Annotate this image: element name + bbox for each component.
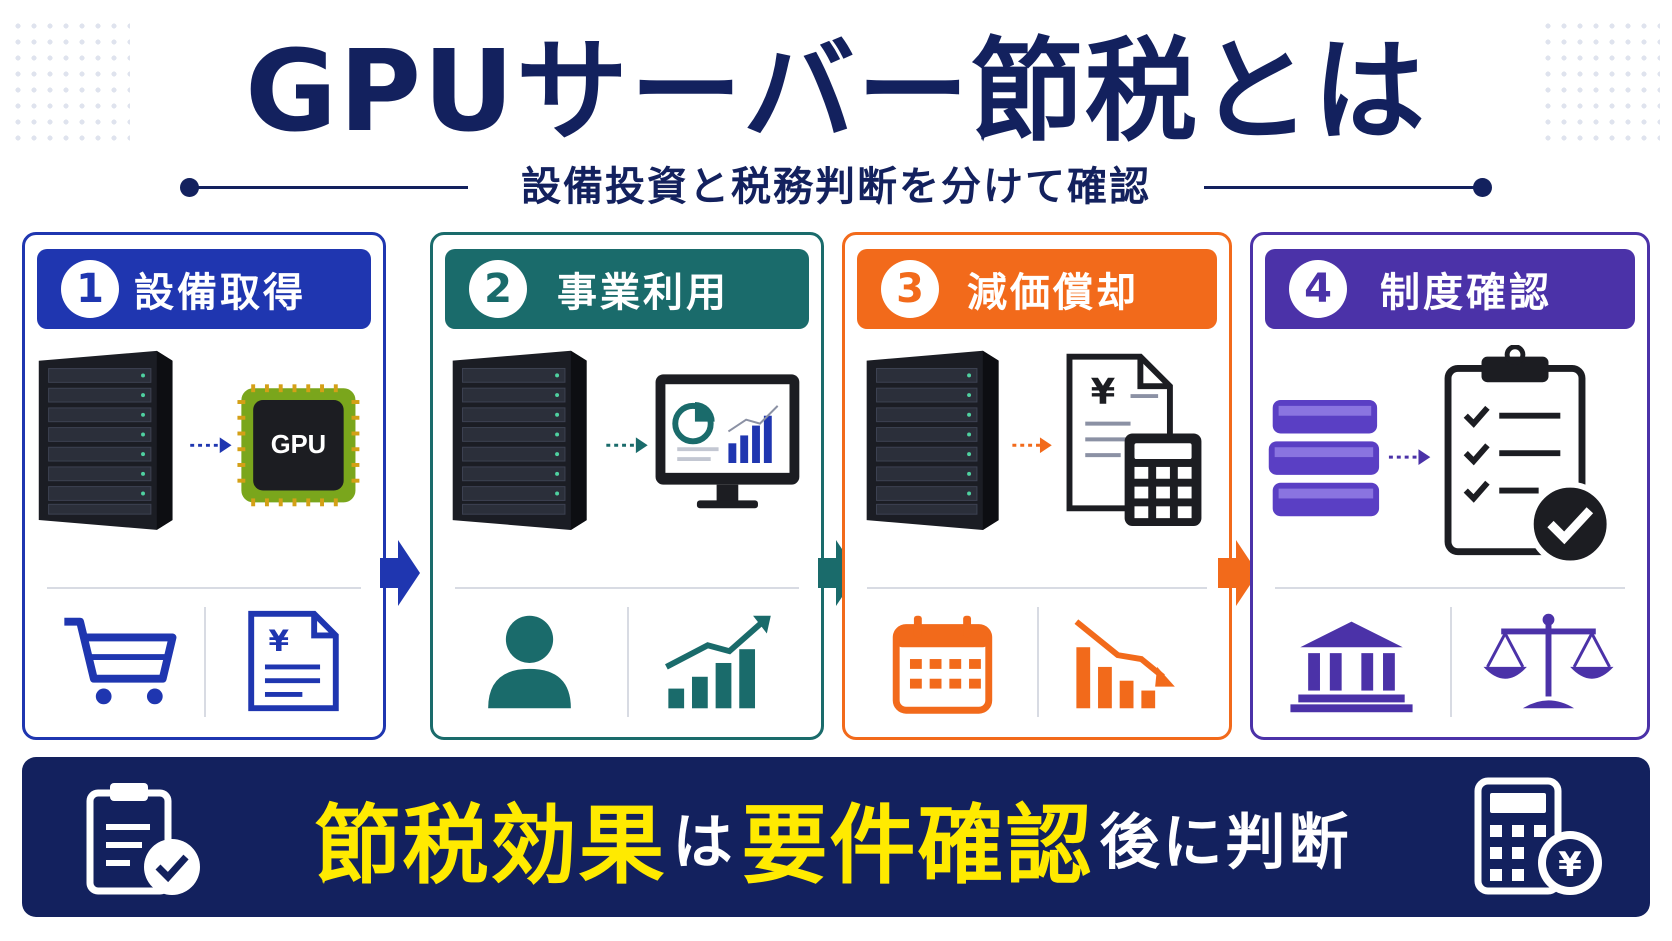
- conclusion-text: 節税効果 は 要件確認 後に判断: [232, 757, 1440, 917]
- subtitle-line-right: [1204, 186, 1482, 189]
- step-card-system-check: 4 制度確認: [1250, 232, 1650, 740]
- dotted-arrow-icon: [190, 437, 232, 454]
- step-arrow-3: [1218, 540, 1258, 606]
- conclusion-tail: 後に判断: [1099, 807, 1352, 878]
- step-card-depreciation: 3 減価償却 ¥: [842, 232, 1232, 740]
- growth-bar-chart-icon: [665, 615, 771, 709]
- server-rack-icon: [452, 350, 587, 530]
- gpu-chip-icon: GPU: [237, 384, 360, 507]
- conclusion-banner: 節税効果 は 要件確認 後に判断 ¥: [22, 757, 1650, 917]
- subtitle-dot-left: [180, 178, 199, 197]
- calculator-yen-icon: ¥: [1474, 777, 1602, 895]
- decorative-dots-right: [1540, 18, 1660, 148]
- decorative-dots-left: [10, 18, 130, 148]
- step-label: 制度確認: [1380, 270, 1552, 316]
- dotted-arrow-icon: [606, 437, 648, 454]
- dotted-arrow-icon: [1012, 437, 1052, 454]
- subtitle: 設備投資と税務判断を分けて確認: [521, 164, 1151, 210]
- shopping-cart-icon: [64, 617, 177, 705]
- step-card-business-use: 2 事業利用: [430, 232, 824, 740]
- svg-text:¥: ¥: [268, 624, 289, 658]
- page-title: GPUサーバー節税とは: [245, 27, 1427, 157]
- step-number: 3: [881, 260, 939, 318]
- card-vertical-divider: [627, 607, 629, 717]
- calendar-icon: [892, 615, 993, 714]
- institution-building-icon: [1290, 621, 1413, 713]
- subtitle-row: 設備投資と税務判断を分けて確認: [180, 162, 1492, 212]
- step-label: 設備取得: [134, 270, 306, 316]
- card-divider: [47, 587, 361, 589]
- card-vertical-divider: [1450, 607, 1452, 717]
- gpu-chip-label: GPU: [271, 431, 326, 459]
- dotted-arrow-icon: [1388, 449, 1431, 465]
- yen-symbol: ¥: [1091, 372, 1116, 413]
- step-number: 1: [61, 260, 119, 318]
- monitor-chart-icon: [655, 374, 800, 509]
- card-vertical-divider: [1037, 607, 1039, 717]
- step-arrow-2: [818, 540, 858, 606]
- step-header: 1 設備取得: [37, 249, 371, 329]
- yen-document-calculator-icon: ¥: [1066, 353, 1202, 527]
- subtitle-dot-right: [1473, 178, 1492, 197]
- step-arrow-1: [380, 540, 420, 606]
- card-divider: [867, 587, 1207, 589]
- balance-scale-icon: [1483, 613, 1614, 709]
- checklist-clipboard-icon: [1444, 345, 1613, 567]
- card-vertical-divider: [204, 607, 206, 717]
- books-icon: [1268, 399, 1380, 517]
- step-illustration: [1268, 345, 1613, 567]
- server-rack-icon: [38, 350, 173, 530]
- user-icon: [488, 615, 571, 709]
- conclusion-highlight-1: 節税効果: [314, 795, 667, 896]
- conclusion-highlight-2: 要件確認: [741, 795, 1094, 896]
- clipboard-check-icon: [86, 783, 200, 895]
- step-header: 2 事業利用: [445, 249, 809, 329]
- step-number: 2: [469, 260, 527, 318]
- step-number: 4: [1289, 260, 1347, 318]
- yen-invoice-icon: ¥: [248, 610, 339, 712]
- step-illustration: GPU: [38, 350, 360, 530]
- card-divider: [1275, 587, 1625, 589]
- server-rack-icon: [866, 350, 999, 530]
- decline-bar-chart-icon: [1074, 619, 1175, 709]
- step-illustration: [452, 350, 800, 530]
- subtitle-line-left: [190, 186, 468, 189]
- step-header: 3 減価償却: [857, 249, 1217, 329]
- step-illustration: ¥: [866, 350, 1202, 530]
- yen-symbol: ¥: [1558, 845, 1582, 885]
- card-divider: [455, 587, 799, 589]
- step-header: 4 制度確認: [1265, 249, 1635, 329]
- step-label: 事業利用: [557, 270, 729, 316]
- step-label: 減価償却: [967, 270, 1139, 316]
- step-card-equipment-acquisition: 1 設備取得 GPU: [22, 232, 386, 740]
- conclusion-connector: は: [672, 807, 736, 878]
